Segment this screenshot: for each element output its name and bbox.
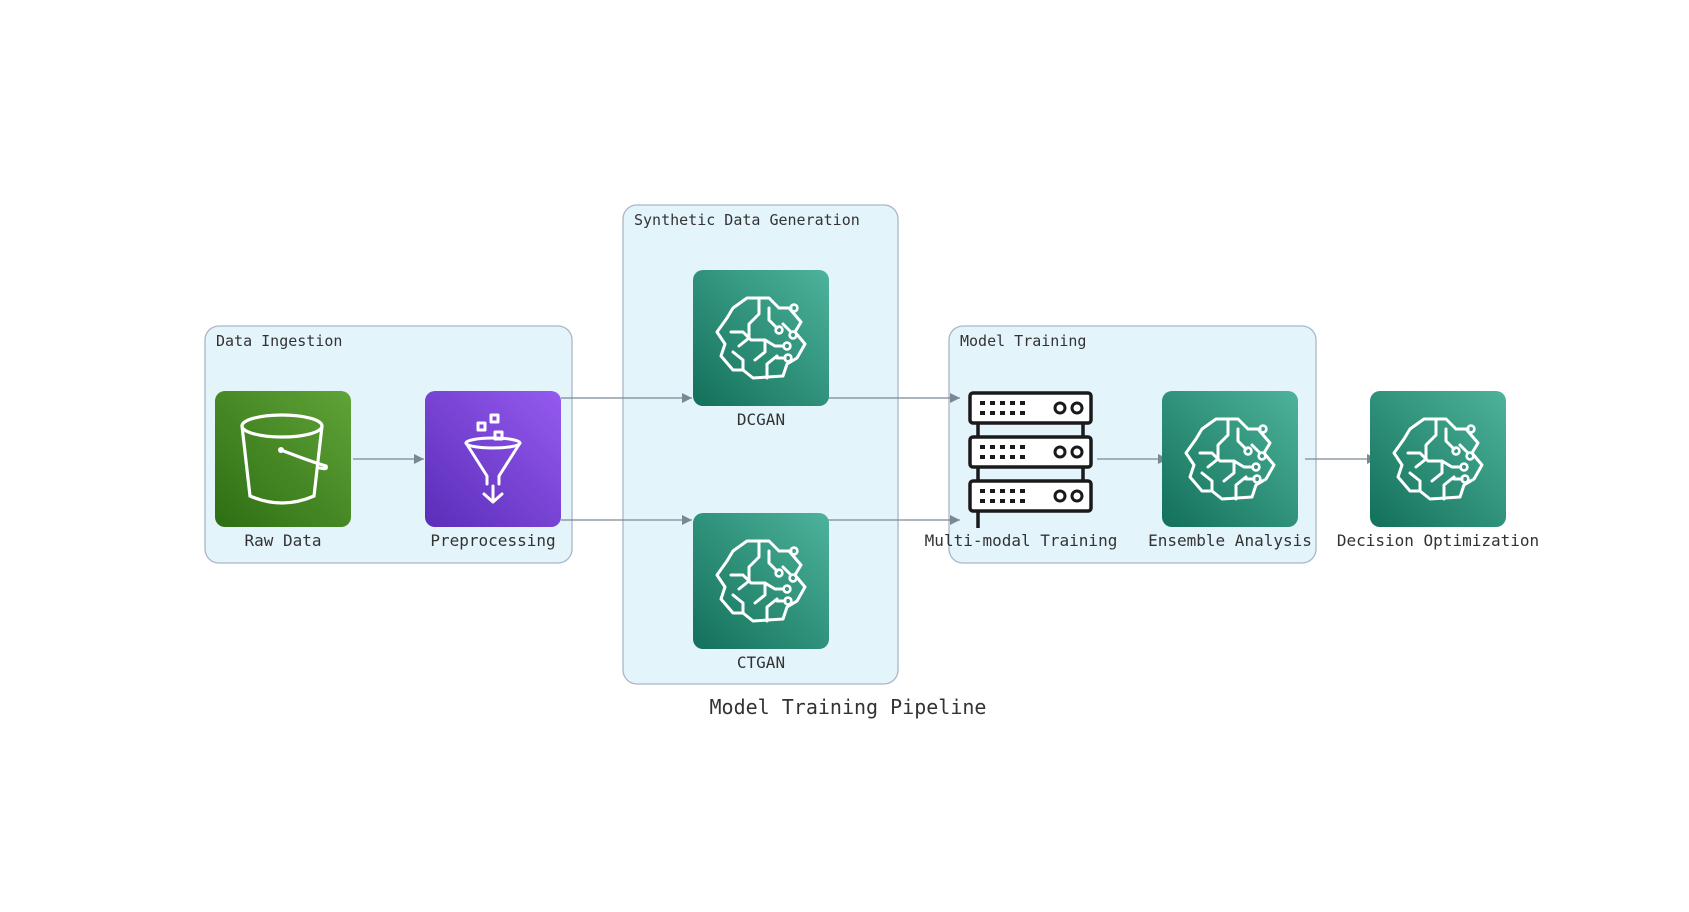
node-preprocessing-label: Preprocessing: [430, 531, 555, 550]
node-dcgan[interactable]: DCGAN: [693, 270, 829, 429]
node-raw-data-label: Raw Data: [244, 531, 321, 550]
node-multi-modal-training-label: Multi-modal Training: [925, 531, 1118, 550]
bucket-icon: [240, 413, 328, 505]
node-multi-modal-training[interactable]: Multi-modal Training: [925, 391, 1118, 550]
node-decision-optimization-label: Decision Optimization: [1337, 531, 1539, 550]
node-dcgan-label: DCGAN: [737, 410, 785, 429]
funnel-icon: [464, 413, 522, 504]
diagram-title: Model Training Pipeline: [710, 695, 987, 719]
server-rack-icon: [968, 391, 1093, 528]
cluster-synthetic-data-generation-label: Synthetic Data Generation: [634, 211, 860, 229]
node-ctgan[interactable]: CTGAN: [693, 513, 829, 672]
cluster-synthetic-data-generation: Synthetic Data Generation: [622, 204, 899, 685]
node-preprocessing[interactable]: Preprocessing: [425, 391, 561, 550]
node-ensemble-analysis[interactable]: Ensemble Analysis: [1148, 391, 1312, 550]
cluster-model-training-label: Model Training: [960, 332, 1086, 350]
node-decision-optimization[interactable]: Decision Optimization: [1337, 391, 1539, 550]
cluster-data-ingestion-label: Data Ingestion: [216, 332, 342, 350]
node-ctgan-label: CTGAN: [737, 653, 785, 672]
node-ensemble-analysis-label: Ensemble Analysis: [1148, 531, 1312, 550]
node-raw-data[interactable]: Raw Data: [215, 391, 351, 550]
